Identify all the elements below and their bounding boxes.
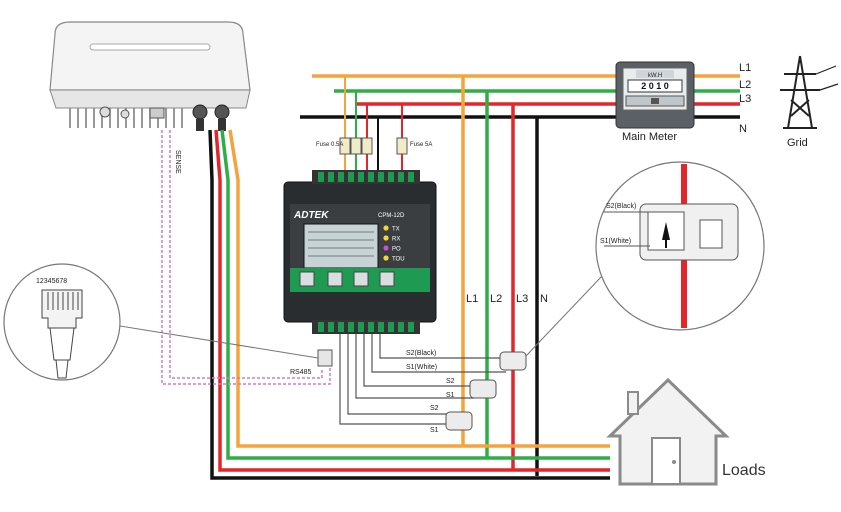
ct-detail-s1: S1(White)	[600, 238, 631, 245]
ct-clamp	[445, 351, 527, 431]
grid-tower-icon	[780, 55, 839, 129]
grid-line-label-n: N	[739, 123, 747, 135]
inverter: SENSE	[49, 21, 251, 174]
main-meter-unit: kW.H	[648, 73, 662, 79]
inverter-output-wires	[208, 129, 610, 480]
led-tx-icon	[383, 225, 389, 231]
led-rx-icon	[383, 235, 389, 241]
ct-label-s1b: S1	[430, 427, 439, 434]
energy-meter-leds: TX RX PO TOU	[383, 225, 405, 263]
energy-meter-brand: ADTEK	[293, 210, 329, 221]
grid-label: Grid	[787, 137, 808, 149]
energy-meter-model: CPM-12D	[378, 213, 405, 219]
led-tou-icon	[383, 255, 389, 261]
grid-line-label-l2: L2	[739, 79, 751, 91]
rj45-pins: 12345678	[36, 278, 67, 285]
energy-meter	[283, 170, 437, 334]
ct-label-s2: S2	[446, 378, 455, 385]
rs485-wire	[161, 130, 331, 385]
grid-line-label-l3: L3	[739, 93, 751, 105]
vertical-label-l2: L2	[490, 293, 502, 305]
vertical-label-n: N	[540, 293, 548, 305]
fuse-right-label: Fuse 5A	[410, 142, 432, 148]
load-feeders	[461, 76, 539, 476]
main-meter: kW.H 2 0 1 0	[615, 61, 695, 129]
ct-detail	[525, 161, 765, 357]
led-po-label: PO	[392, 247, 401, 253]
main-meter-label: Main Meter	[622, 131, 677, 143]
rs485-connector	[317, 349, 333, 367]
grid-line-label-l1: L1	[739, 62, 751, 74]
vertical-label-l1: L1	[466, 293, 478, 305]
led-tx-label: TX	[392, 227, 400, 233]
ct-label-s2-black: S2(Black)	[406, 350, 436, 357]
inverter-port-label: SENSE	[174, 150, 181, 174]
ct-detail-s2: S2(Black)	[606, 203, 636, 210]
ct-label-s2b: S2	[430, 405, 439, 412]
fuse-left-label: Fuse 0.5A	[316, 142, 343, 148]
loads-label: Loads	[722, 462, 766, 479]
ct-label-s1-white: S1(White)	[406, 364, 437, 371]
led-rx-label: RX	[392, 237, 400, 243]
led-tou-label: TOU	[392, 257, 405, 263]
rs485-label: RS485	[290, 369, 312, 376]
vertical-label-l3: L3	[516, 293, 528, 305]
ct-label-s1: S1	[446, 392, 455, 399]
rj45-detail: 12345678	[3, 263, 121, 381]
fuse-block	[339, 76, 408, 170]
led-po-icon	[383, 245, 389, 251]
house-icon	[606, 377, 730, 486]
main-meter-reading: 2 0 1 0	[641, 81, 669, 91]
